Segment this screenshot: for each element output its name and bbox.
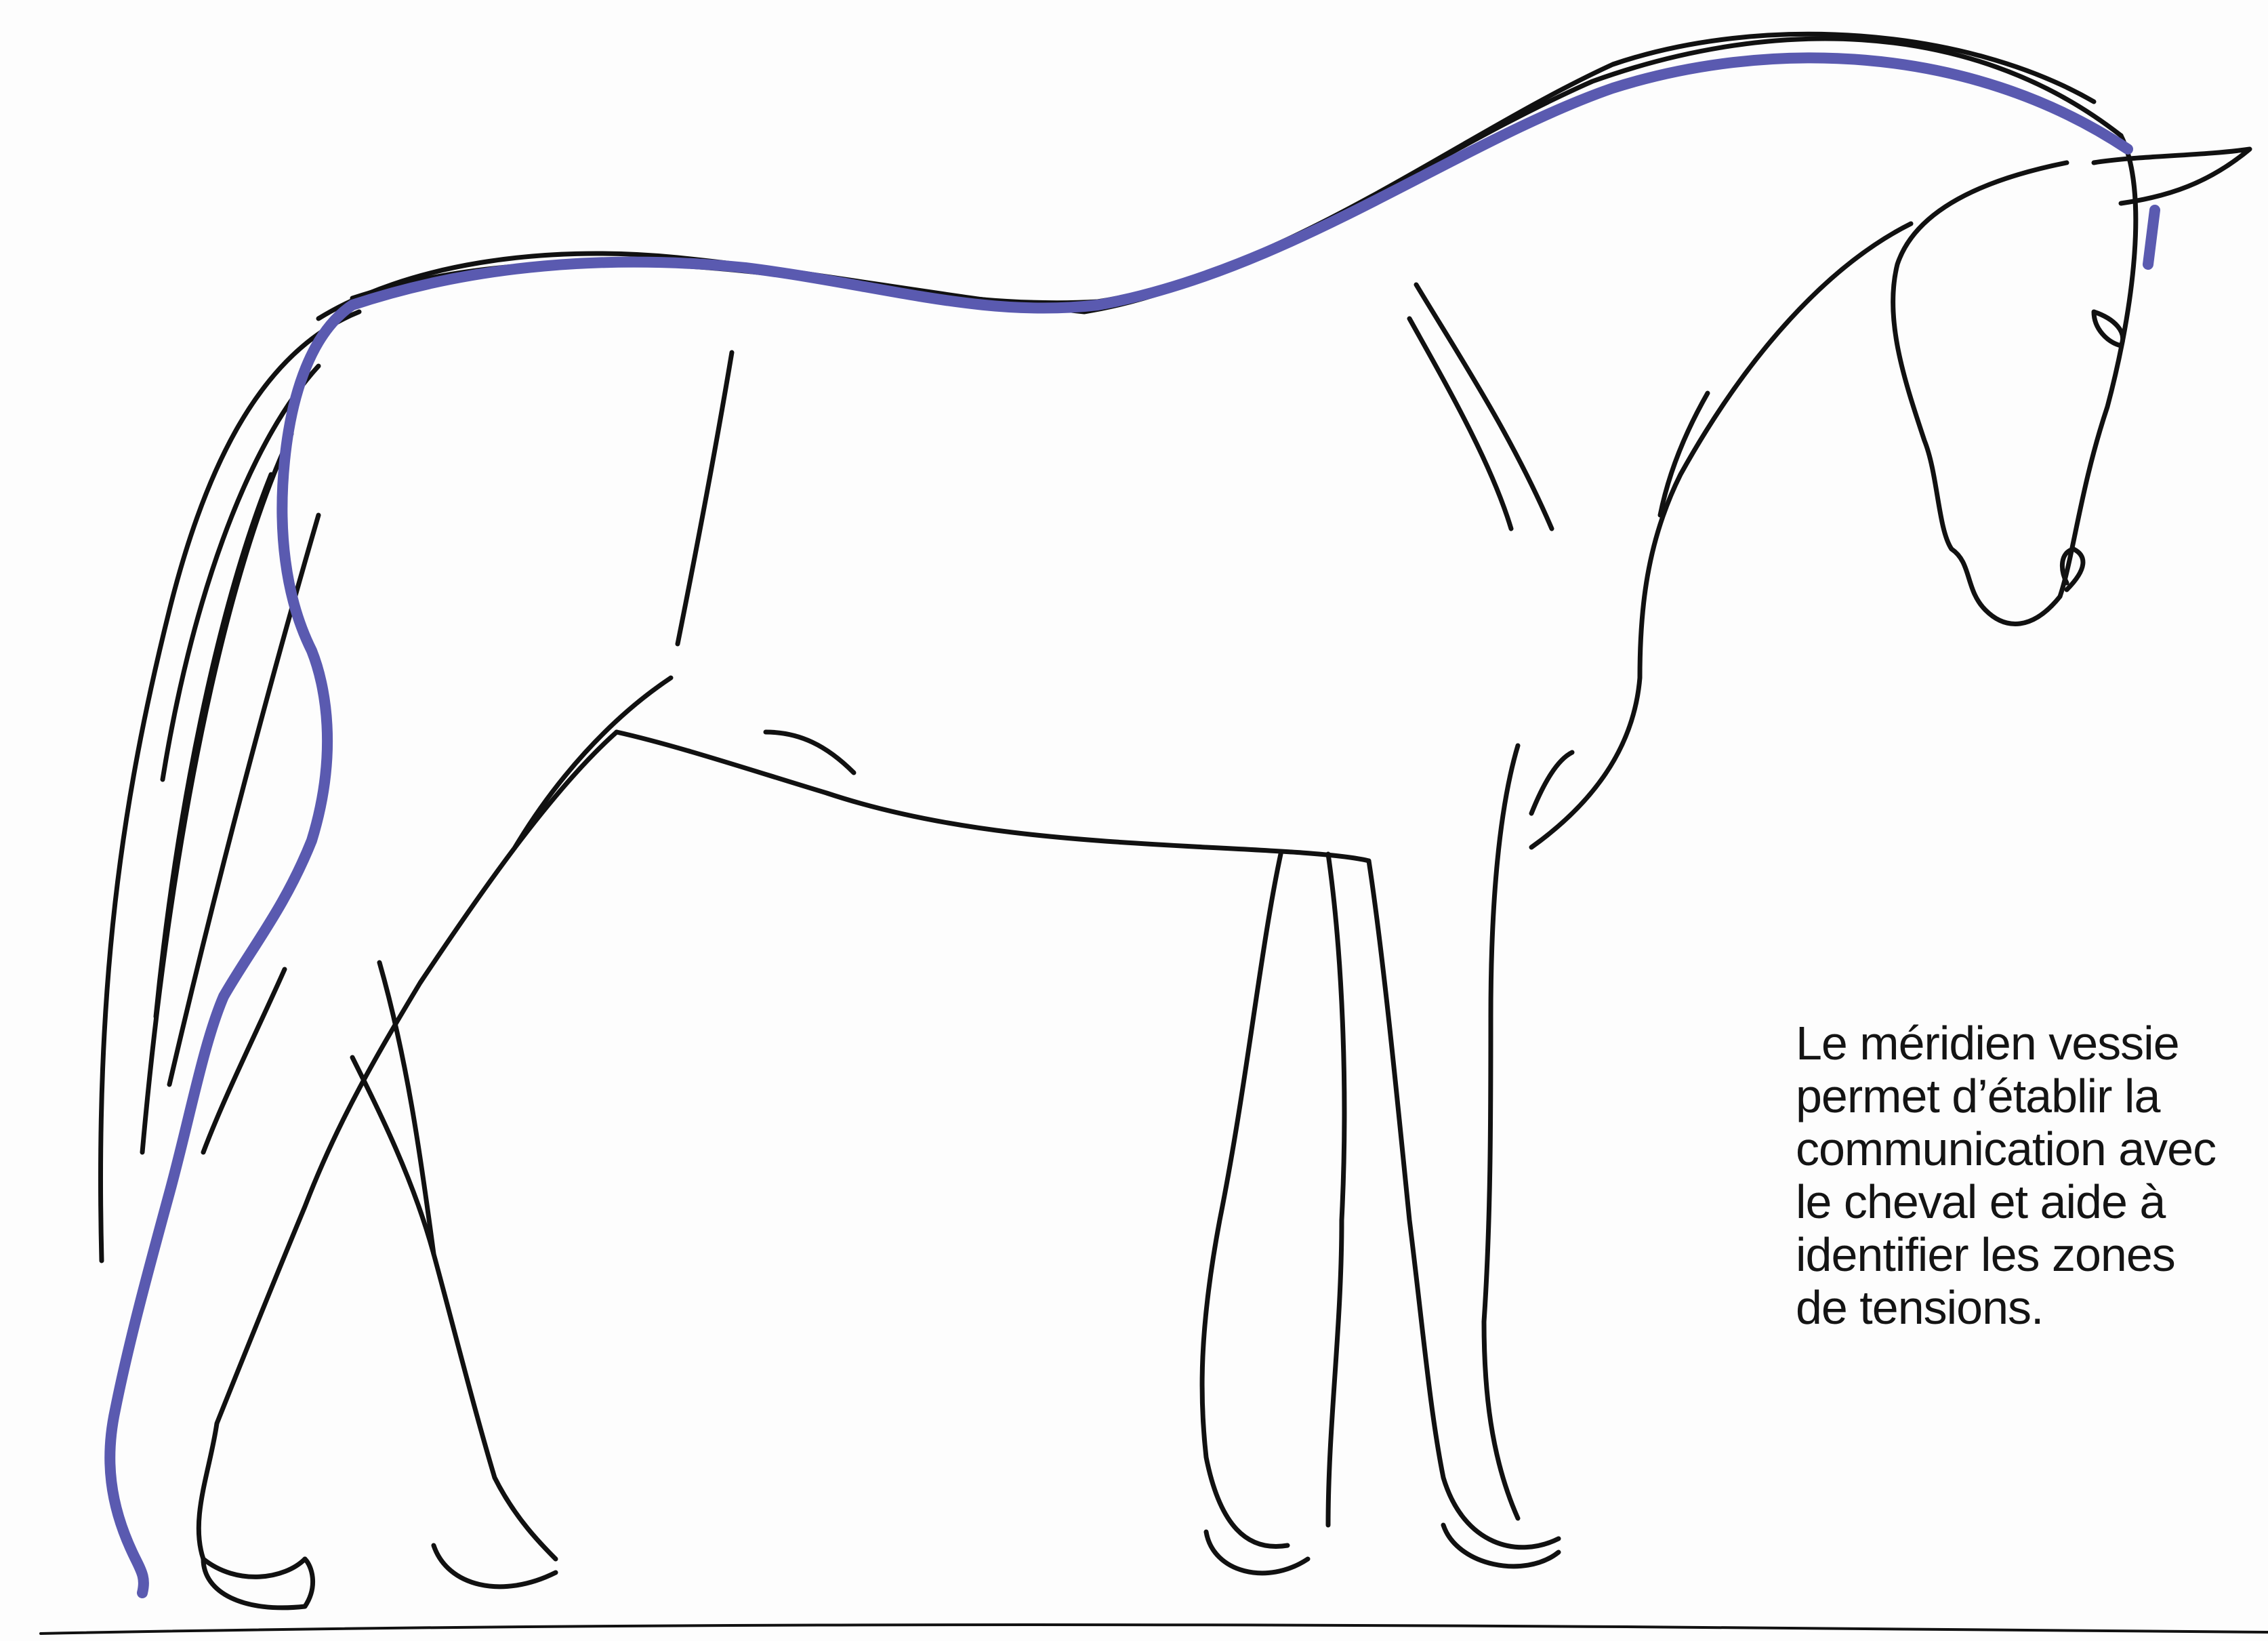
horse-front-leg-near — [1369, 861, 1559, 1547]
horse-hoof — [434, 1545, 556, 1587]
caption-line: communication avec — [1796, 1122, 2256, 1175]
horse-neck — [1531, 224, 1911, 847]
caption-line: de tensions. — [1796, 1281, 2256, 1334]
caption-line: permet d’établir la — [1796, 1070, 2256, 1122]
caption: Le méridien vessie permet d’établir la c… — [1796, 1017, 2256, 1334]
ground-line — [41, 1625, 2268, 1634]
horse-head — [1893, 136, 2136, 624]
caption-line: le cheval et aide à — [1796, 1175, 2256, 1228]
caption-line: identifier les zones — [1796, 1228, 2256, 1281]
horse-hoof — [1206, 1532, 1308, 1573]
horse-eye — [2094, 312, 2123, 346]
horse-back — [318, 39, 2121, 319]
horse-ear — [2094, 149, 2250, 203]
bladder-meridian-line — [110, 58, 2155, 1593]
horse-outline — [41, 34, 2268, 1634]
horse-hind-leg-near — [199, 732, 617, 1577]
caption-line: Le méridien vessie — [1796, 1017, 2256, 1070]
horse-front-leg-far — [1202, 854, 1287, 1546]
horse-belly — [617, 732, 1369, 861]
